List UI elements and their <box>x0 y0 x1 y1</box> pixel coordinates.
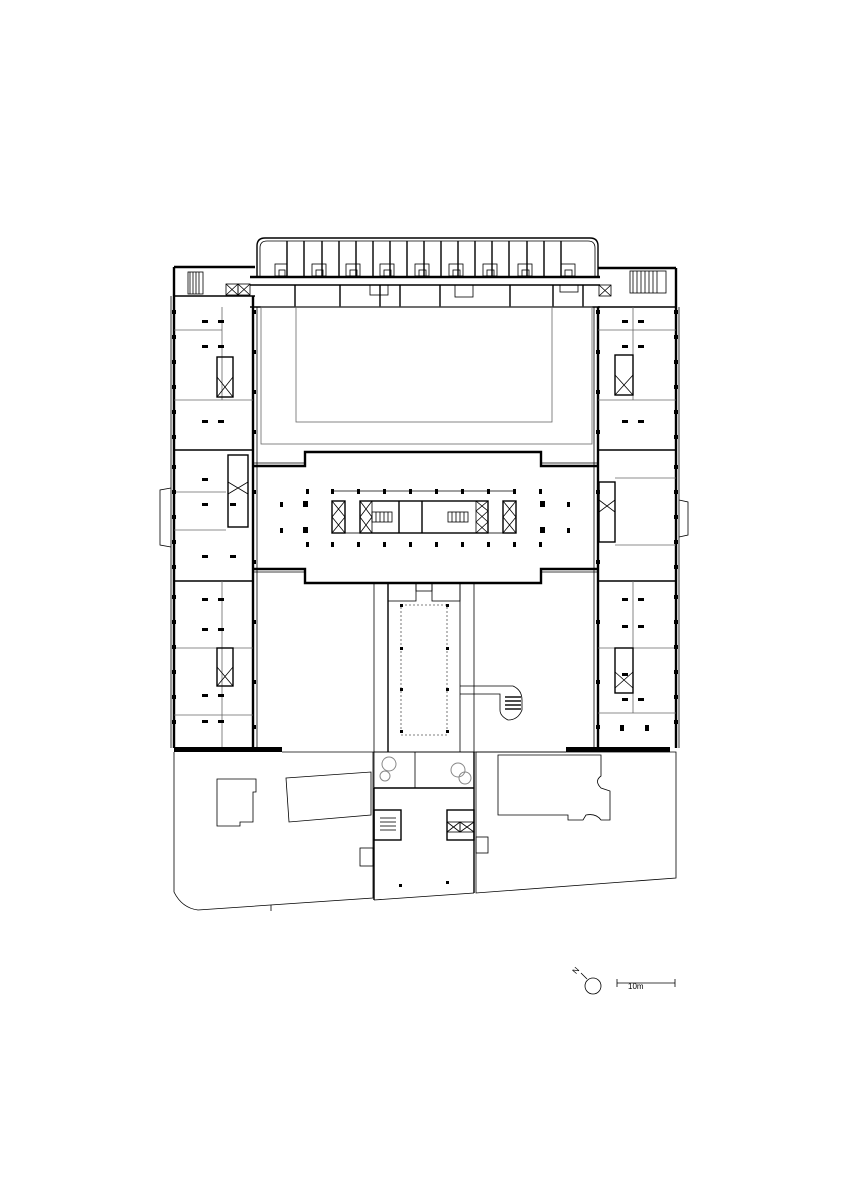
north-wing <box>250 237 600 308</box>
southeast-plot <box>475 751 677 894</box>
scale-label: 10m <box>628 982 644 991</box>
tree-icon <box>379 756 472 785</box>
courtyard <box>260 306 593 445</box>
southwest-plot <box>173 752 374 911</box>
west-wing <box>159 267 258 748</box>
east-wing <box>593 268 689 748</box>
central-hall <box>253 450 598 585</box>
north-arrow-icon <box>580 972 602 995</box>
south-atrium <box>373 582 523 752</box>
scale-bar <box>616 979 676 987</box>
northwest-stair <box>174 265 255 297</box>
south-entrance-block <box>373 751 475 901</box>
central-core <box>331 490 517 534</box>
northeast-stair <box>598 266 676 308</box>
